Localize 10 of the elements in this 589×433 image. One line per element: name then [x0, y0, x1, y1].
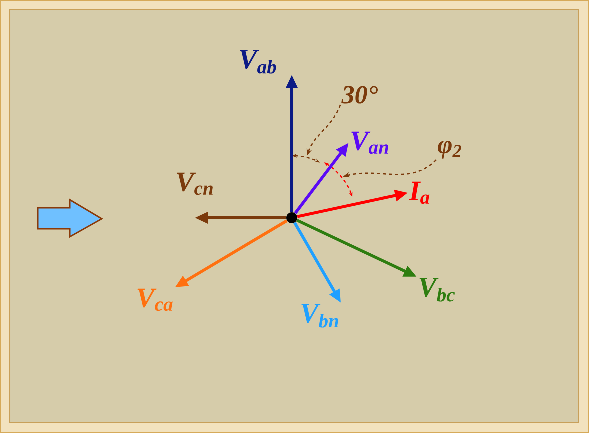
origin-dot — [286, 212, 298, 224]
phasor-label: V$_{cn}$ — [177, 172, 213, 196]
phasor-label: V$_{ab}$ — [240, 50, 276, 74]
phasor-label: I$_{a}$ — [409, 182, 430, 204]
phasor-label: V$_{bn}$ — [302, 304, 338, 328]
angle-label: φ$_{2}$ — [438, 141, 462, 159]
phasor-label: V$_{ca}$ — [138, 288, 173, 312]
phasor-label: V$_{bc}$ — [420, 278, 456, 302]
angle-label: 30° — [342, 86, 378, 104]
phasor-label: V$_{an}$ — [352, 132, 388, 154]
